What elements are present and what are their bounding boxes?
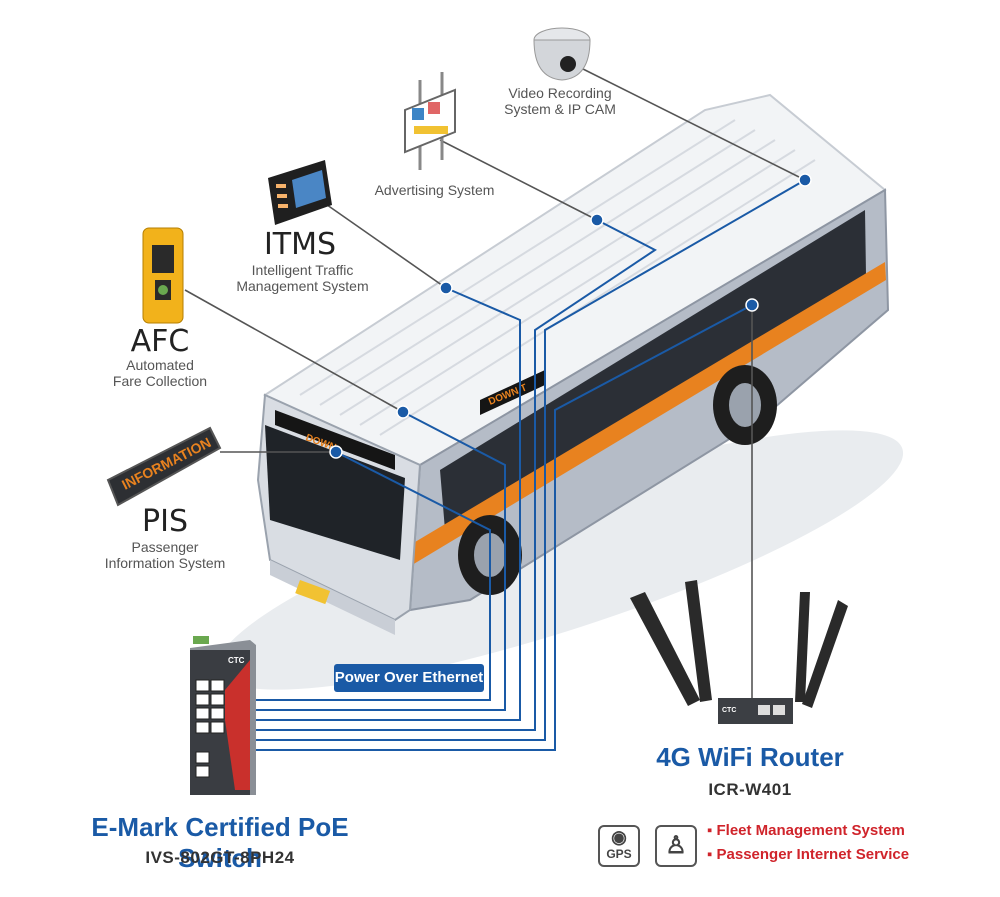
connection-dots [329, 173, 812, 459]
router-model: ICR-W401 [708, 780, 792, 799]
router-title: 4G WiFi Router [656, 742, 844, 772]
device-connectors [184, 64, 806, 700]
afc-title: AFC [130, 324, 190, 359]
wifi-router-device: CTC [630, 580, 848, 724]
ethernet-cables [255, 179, 806, 751]
afc-desc-line2: Fare Collection [112, 373, 208, 390]
ip-camera-icon [533, 27, 591, 81]
video-label-line2: System & IP CAM [504, 101, 616, 118]
itms-device-icon [268, 160, 332, 225]
information-sign-text: INFORMATION [119, 434, 213, 493]
switch-model: IVS-802GT-8PH24 [145, 848, 295, 867]
switch-brand-text: CTC [228, 656, 245, 665]
poe-label-box: Power Over Ethernet [334, 664, 484, 692]
poe-switch-device: CTC [190, 636, 256, 795]
pis-desc-line1: Passenger [131, 539, 199, 555]
itms-desc-line1: Intelligent Traffic [251, 262, 354, 278]
itms-title: ITMS [263, 227, 337, 262]
itms-description: Intelligent Traffic Management System [225, 262, 380, 294]
video-recording-label: Video Recording System & IP CAM [490, 85, 630, 117]
advertising-system-label: Advertising System [374, 182, 495, 198]
feature-fleet-management: ▪ Fleet Management System [707, 822, 905, 839]
pis-title: PIS [142, 504, 188, 539]
feature-text-2: Passenger Internet Service [716, 846, 910, 863]
video-label-line1: Video Recording [508, 85, 612, 101]
router-brand-text: CTC [722, 707, 736, 714]
passenger-seat-icon: ♙ [655, 825, 697, 867]
afc-desc-line1: Automated [126, 357, 194, 373]
pis-information-sign: INFORMATION [106, 426, 222, 507]
gps-icon: ◉ GPS [598, 825, 640, 867]
switch-title: E-Mark Certified PoE Switch [91, 812, 349, 873]
pis-desc-line2: Information System [104, 555, 226, 572]
afc-device-icon [142, 227, 184, 324]
feature-text-1: Fleet Management System [716, 822, 905, 839]
gps-icon-text: GPS [606, 847, 632, 861]
itms-desc-line2: Management System [236, 278, 369, 295]
advertising-billboard-icon [404, 72, 456, 170]
afc-description: Automated Fare Collection [100, 357, 220, 389]
feature-passenger-internet: ▪ Passenger Internet Service [707, 846, 910, 863]
pis-description: Passenger Information System [90, 539, 240, 571]
